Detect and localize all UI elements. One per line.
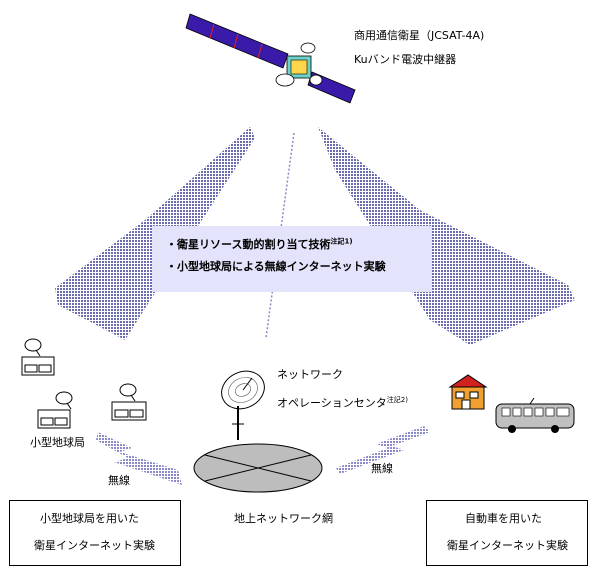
beam-right (318, 127, 575, 345)
beam-center (265, 132, 295, 339)
ground-network-disk (193, 443, 323, 493)
note-1: 注記1) (330, 237, 353, 246)
satellite-icon (185, 13, 356, 104)
wireless-bolt-left (96, 432, 182, 485)
note-2: 注記2) (386, 396, 408, 404)
antenna-icon (221, 370, 265, 440)
satellite-name: 商用通信衛星（JCSAT-4A) (354, 29, 485, 42)
bus-icon (495, 397, 575, 433)
station-icon (37, 391, 73, 429)
panel-line-1-text: ・衛星リソース動的割り当て技術 (166, 238, 331, 251)
small-station-label: 小型地球局 (30, 436, 85, 449)
noc-label-line-2: オペレーションセンタ注記2) (277, 393, 408, 411)
noc-label-line-1: ネットワーク (277, 368, 343, 381)
panel-line-1: ・衛星リソース動的割り当て技術注記1) (166, 236, 353, 252)
panel-line-2: ・小型地球局による無線インターネット実験 (166, 260, 386, 273)
wireless-label-right: 無線 (371, 462, 393, 475)
right-box-line-2: 衛星インターネット実験 (447, 539, 568, 552)
transponder-label: Kuバンド電波中継器 (354, 53, 457, 66)
house-icon (448, 374, 488, 410)
ground-network-label: 地上ネットワーク網 (234, 512, 333, 525)
left-experiment-box: 小型地球局を用いた 衛星インターネット実験 (9, 500, 181, 566)
station-icon (21, 338, 55, 376)
noc-label-line-2-text: オペレーションセンタ (277, 396, 387, 410)
left-box-line-1: 小型地球局を用いた (40, 512, 139, 525)
wireless-label-left: 無線 (108, 474, 130, 487)
left-box-line-2: 衛星インターネット実験 (34, 539, 155, 552)
right-experiment-box: 自動車を用いた 衛星インターネット実験 (426, 500, 588, 566)
station-icon (111, 383, 147, 421)
technology-panel: ・衛星リソース動的割り当て技術注記1) ・小型地球局による無線インターネット実験 (152, 226, 432, 292)
right-box-line-1: 自動車を用いた (465, 512, 542, 525)
wireless-bolt-right (336, 426, 430, 474)
